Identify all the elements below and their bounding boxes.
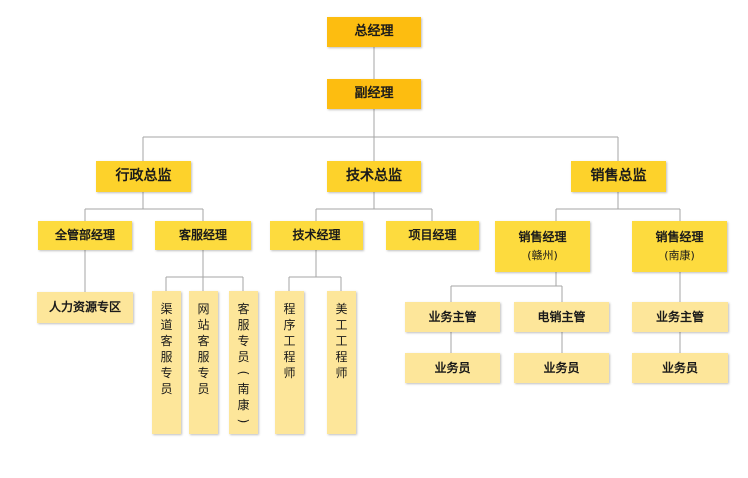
node-sales-manager-ganzhou: 销售经理 (赣州) [495, 221, 590, 272]
node-tech-manager: 技术经理 [270, 221, 363, 250]
node-hr-zone: 人力资源专区 [37, 292, 133, 323]
node-web-cs: 网站客服专员 [189, 291, 218, 434]
node-cs-manager: 客服经理 [155, 221, 251, 250]
node-general-mgmt-manager: 全管部经理 [38, 221, 132, 250]
node-sales-manager-nankang: 销售经理 (南康) [632, 221, 727, 272]
node-deputy-manager: 副经理 [327, 79, 421, 109]
sales-manager-ganzhou-title: 销售经理 [518, 230, 567, 245]
node-salesperson-1: 业务员 [405, 353, 500, 383]
node-art-engineer: 美工工程师 [327, 291, 356, 434]
sales-manager-nankang-title: 销售经理 [655, 230, 704, 245]
node-salesperson-2: 业务员 [514, 353, 609, 383]
node-admin-director: 行政总监 [96, 161, 191, 192]
node-tech-director: 技术总监 [327, 161, 421, 192]
node-tele-supervisor: 电销主管 [514, 302, 609, 332]
sales-manager-nankang-region: (南康) [664, 249, 695, 263]
node-project-manager: 项目经理 [386, 221, 479, 250]
node-sales-director: 销售总监 [571, 161, 666, 192]
node-general-manager: 总经理 [327, 17, 421, 47]
node-biz-supervisor-2: 业务主管 [632, 302, 728, 332]
node-biz-supervisor-1: 业务主管 [405, 302, 500, 332]
node-cs-nankang: 客服专员(南康) [229, 291, 258, 434]
node-programmer: 程序工程师 [275, 291, 304, 434]
node-channel-cs: 渠道客服专员 [152, 291, 181, 434]
sales-manager-ganzhou-region: (赣州) [527, 249, 558, 263]
node-salesperson-3: 业务员 [632, 353, 728, 383]
